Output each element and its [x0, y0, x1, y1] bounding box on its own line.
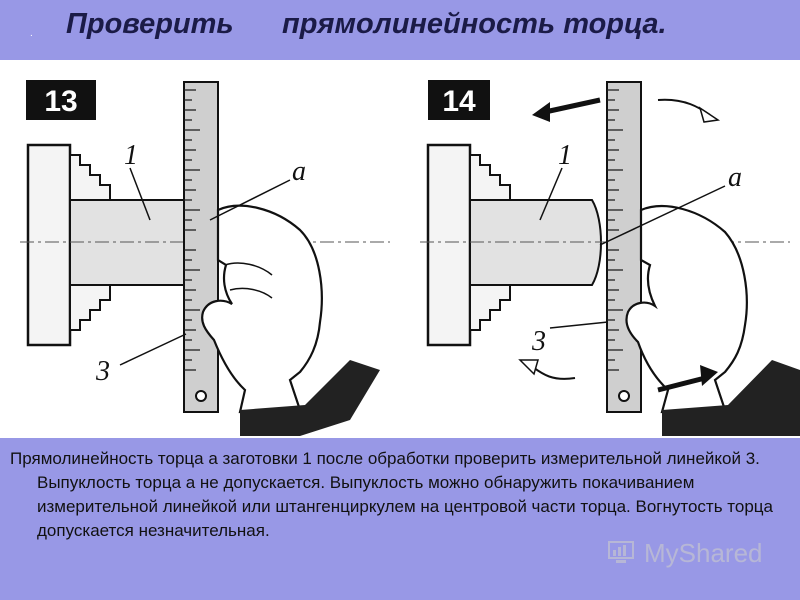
- leader-line-1: [539, 167, 563, 221]
- label-ruler-3: 3: [531, 326, 546, 357]
- ruler-ticks: [607, 89, 623, 371]
- page-title: Проверить прямолинейность торца.: [66, 8, 667, 40]
- arrowhead-icon: [532, 102, 550, 122]
- ruler-hole: [195, 390, 207, 402]
- leader-line-3: [119, 333, 187, 366]
- chuck-jaw-top: [69, 154, 111, 201]
- leader-line-a: [599, 185, 726, 246]
- workpiece: [469, 199, 602, 286]
- label-ruler-3: 3: [95, 356, 110, 387]
- figure-13: 13 1 a 3: [20, 80, 390, 436]
- measuring-ruler: [183, 81, 219, 413]
- watermark-logo-icon: [608, 541, 634, 563]
- leader-line-a: [209, 179, 291, 221]
- description-paragraph: Прямолинейность торца а заготовки 1 посл…: [10, 449, 773, 540]
- bullet-dot: .: [30, 28, 33, 39]
- figure-14: 14 1 a 3: [420, 80, 800, 436]
- chuck-jaw-bottom: [469, 284, 511, 331]
- figure-number: 14: [442, 85, 476, 118]
- sleeve: [240, 360, 380, 436]
- label-end-a: a: [292, 156, 306, 187]
- illustration-panel: 13 1 a 3 14: [0, 60, 800, 438]
- leader-line-3: [549, 321, 609, 329]
- arrowhead-icon: [698, 106, 721, 123]
- ruler-ticks: [184, 89, 200, 371]
- figure-number: 13: [44, 85, 77, 118]
- arrowhead-icon: [518, 359, 539, 376]
- figure-number-badge: [428, 80, 490, 120]
- watermark-text: MyShared: [644, 538, 763, 568]
- label-part-1: 1: [558, 140, 572, 171]
- chuck-body: [26, 143, 72, 347]
- finger-lines: [224, 262, 273, 299]
- leader-line-1: [129, 167, 151, 221]
- ruler-hole: [618, 390, 630, 402]
- sleeve: [662, 360, 800, 436]
- hand-illustration: [201, 204, 323, 414]
- chuck-jaw-bottom: [69, 284, 111, 331]
- arrowhead-icon: [700, 365, 718, 386]
- chuck-jaw-top: [469, 154, 511, 201]
- chuck-body: [426, 143, 472, 347]
- rocking-arrow-top-left: [544, 97, 601, 115]
- label-part-1: 1: [124, 140, 138, 171]
- figure-number-badge: [26, 80, 96, 120]
- measuring-ruler: [606, 81, 642, 413]
- label-end-a: a: [728, 162, 742, 193]
- description-text: Прямолинейность торца а заготовки 1 посл…: [10, 447, 790, 543]
- rocking-arrow-bottom-right: [657, 375, 706, 393]
